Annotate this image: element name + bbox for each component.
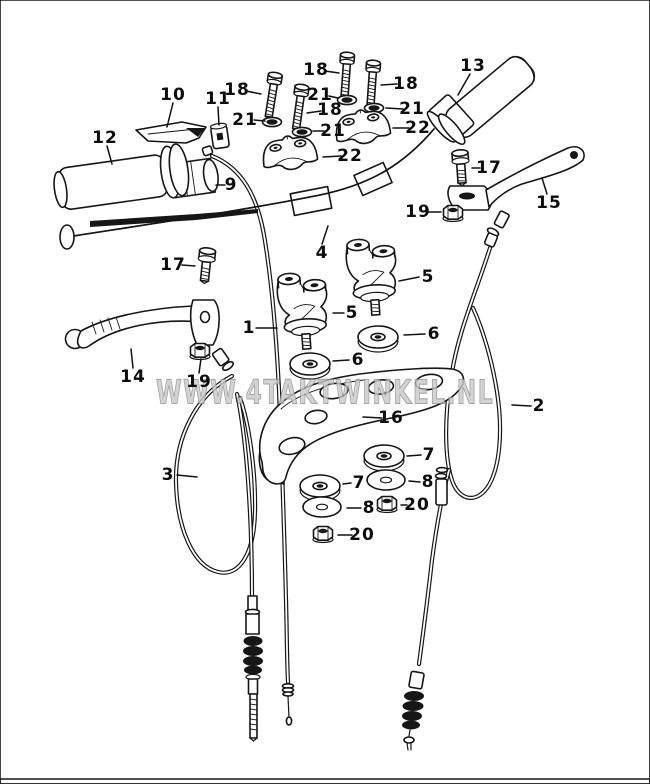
leader-line: [541, 177, 548, 195]
part-number-label-6: 6: [428, 324, 441, 344]
part-number-label-10: 10: [160, 85, 186, 105]
part-number-label-7: 7: [353, 473, 366, 493]
leader-line: [245, 90, 262, 95]
leader-line: [408, 480, 421, 483]
part-number-label-20: 20: [349, 525, 375, 545]
part-number-label-3: 3: [162, 465, 175, 485]
right-grip-part-13: [437, 55, 536, 145]
part-number-label-20: 20: [404, 495, 430, 515]
leader-line: [322, 155, 342, 158]
left-lever-part-14: [64, 299, 220, 350]
leader-line: [398, 276, 420, 282]
slider-part-11: [209, 122, 230, 150]
part-number-label-18: 18: [224, 80, 250, 100]
part-number-label-11: 11: [205, 89, 231, 109]
part-number-label-18: 18: [303, 60, 329, 80]
bottom-edge-strip: [0, 778, 650, 784]
leader-line: [342, 482, 352, 485]
left-grip-part-12: [53, 143, 190, 210]
leader-line: [457, 73, 471, 96]
part-number-label-15: 15: [536, 193, 562, 213]
part-number-label-17: 17: [476, 158, 502, 178]
part-number-label-16: 16: [378, 408, 404, 428]
part-number-label-19: 19: [186, 372, 212, 392]
leader-line: [321, 225, 329, 245]
leader-line: [198, 358, 202, 374]
leader-line: [176, 474, 198, 478]
part-number-label-21: 21: [399, 99, 425, 119]
lever-blade-part-10: [135, 121, 207, 144]
leader-line: [130, 348, 134, 369]
part-number-label-21: 21: [232, 110, 258, 130]
leader-line: [380, 83, 398, 86]
part-number-label-21: 21: [307, 85, 333, 105]
brake-cable-3: [173, 347, 263, 742]
part-number-label-5: 5: [346, 303, 359, 323]
leader-line: [511, 404, 532, 407]
leader-line: [403, 333, 426, 336]
part-number-label-18: 18: [393, 74, 419, 94]
part-number-label-5: 5: [422, 267, 435, 287]
leader-line: [306, 110, 322, 114]
part-number-label-8: 8: [422, 472, 435, 492]
part-number-label-9: 9: [225, 175, 238, 195]
leader-line: [324, 70, 340, 74]
leader-line: [106, 145, 113, 165]
part-number-label-8: 8: [363, 498, 376, 518]
mount-bracket-part-16: [258, 367, 465, 485]
leader-line: [385, 107, 404, 110]
brake-cable-2: [402, 210, 510, 751]
leader-line: [406, 454, 422, 457]
part-number-label-22: 22: [337, 146, 363, 166]
watermark-text: WWW.4TAKTWINKEL.NL: [156, 373, 494, 412]
part-number-label-22: 22: [405, 118, 431, 138]
part-number-label-19: 19: [405, 202, 431, 222]
leader-line: [181, 264, 196, 267]
leader-line: [217, 106, 220, 126]
part-number-label-4: 4: [316, 243, 329, 263]
right-lever-part-15: [447, 146, 585, 211]
part-number-label-7: 7: [423, 445, 436, 465]
part-number-label-1: 1: [243, 318, 256, 338]
part-number-label-14: 14: [120, 367, 146, 387]
leader-line: [166, 102, 174, 128]
part-number-label-21: 21: [320, 121, 346, 141]
part-number-label-13: 13: [460, 56, 486, 76]
part-number-label-18: 18: [317, 100, 343, 120]
leader-line: [332, 359, 350, 362]
leader-line: [328, 95, 339, 99]
leader-line: [362, 416, 383, 419]
part-number-label-6: 6: [352, 350, 365, 370]
leader-line: [253, 119, 266, 122]
part-number-label-2: 2: [533, 396, 546, 416]
part-number-label-12: 12: [92, 128, 118, 148]
part-number-label-17: 17: [160, 255, 186, 275]
